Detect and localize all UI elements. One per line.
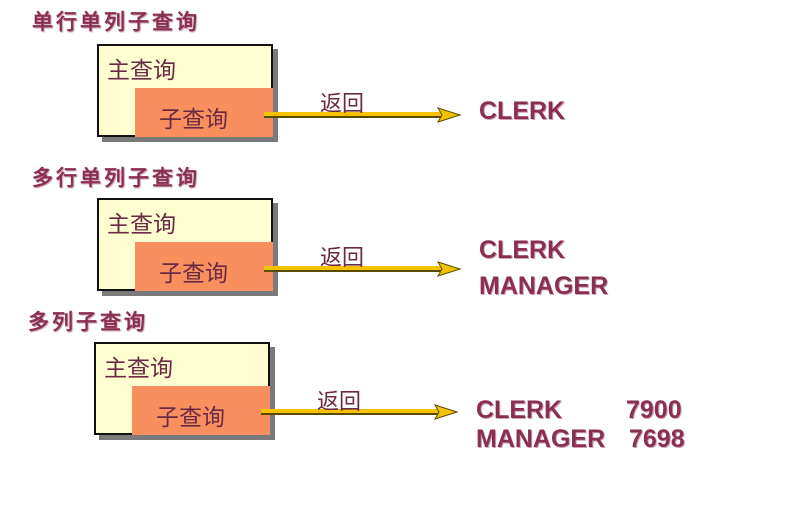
section-1-subquery-box: 子查询 [135,88,273,137]
section-1-result-1-name: CLERK [479,97,566,125]
section-2-subquery-box: 子查询 [135,242,273,291]
section-3-result-2-name: MANAGER [476,425,606,453]
main-query-label: 主查询 [107,212,176,238]
section-1-return-label: 返回 [320,92,365,117]
subquery-label: 子查询 [159,107,228,133]
section-2-main-query-box: 主查询 子查询 [97,198,273,291]
section-3-result-1-name: CLERK [476,396,563,424]
section-1-heading: 单行单列子查询 [32,9,200,34]
main-query-label: 主查询 [107,58,176,84]
section-2-return-arrow [264,261,462,277]
section-3-heading: 多列子查询 [28,309,148,334]
section-3-result-1-id: 7900 [626,396,682,424]
main-query-label: 主查询 [104,356,173,382]
subquery-label: 子查询 [159,261,228,287]
section-2-result-2-name: MANAGER [479,272,609,300]
section-2-result-1-name: CLERK [479,236,566,264]
section-3-subquery-box: 子查询 [132,386,270,435]
section-3-result-2-id: 7698 [629,425,685,453]
section-3-main-query-box: 主查询 子查询 [94,342,270,435]
section-1-return-arrow [264,107,462,123]
section-1-main-query-box: 主查询 子查询 [97,44,273,137]
section-3-return-label: 返回 [317,390,362,415]
section-2-return-label: 返回 [320,246,365,271]
subquery-label: 子查询 [156,405,225,431]
section-3-return-arrow [261,404,459,420]
section-2-heading: 多行单列子查询 [32,165,200,190]
